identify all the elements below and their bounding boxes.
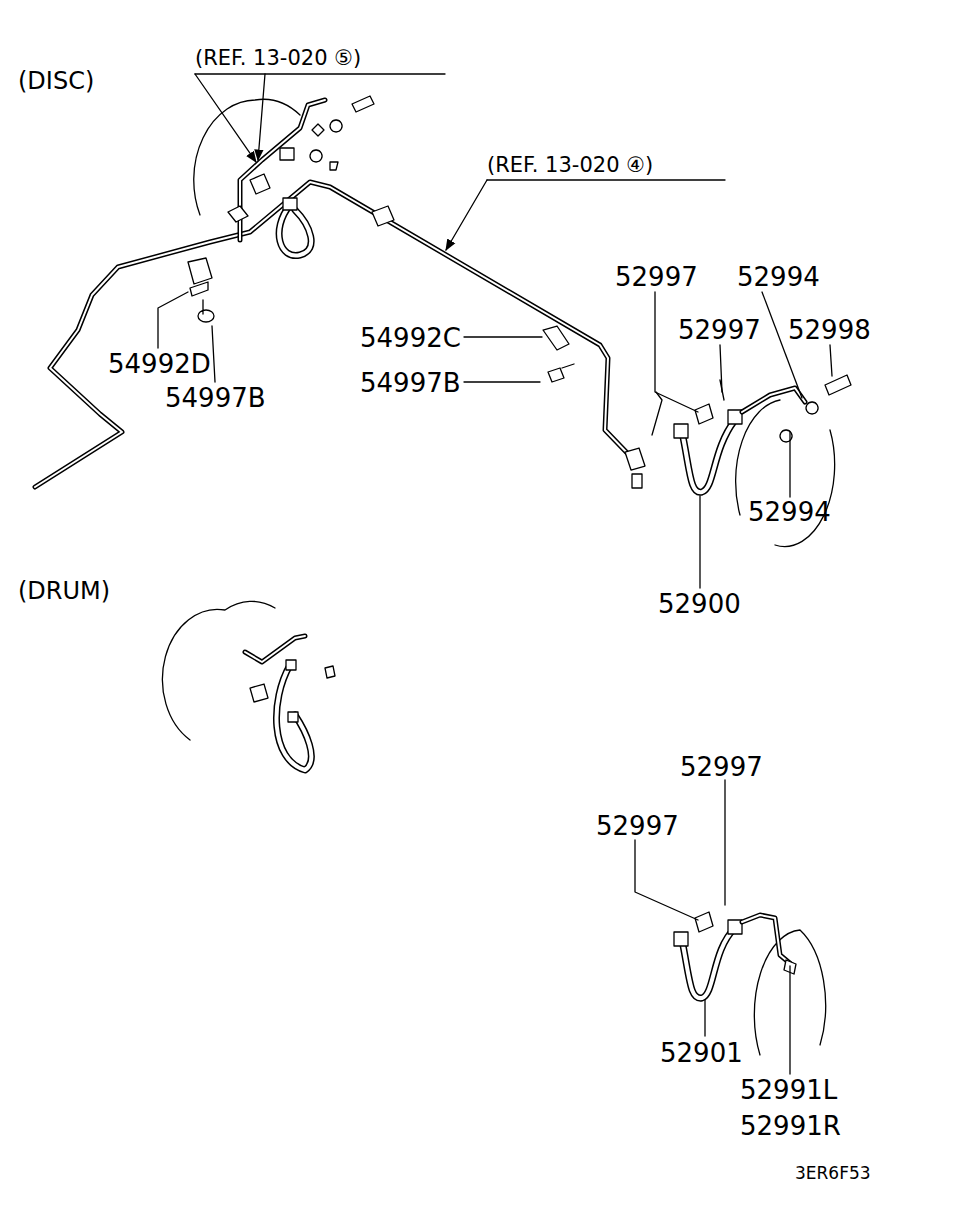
callout-number: 52991L — [740, 1076, 837, 1105]
callout-number: 54997B — [360, 369, 461, 398]
callout-number: 54997B — [165, 384, 266, 413]
brake-hose — [228, 96, 394, 256]
leader-line — [158, 74, 832, 1074]
callout-number: 52997 — [615, 263, 698, 292]
callout-number: 52900 — [658, 590, 741, 619]
wheel-outline — [162, 99, 834, 1055]
view-heading: (DISC) — [18, 68, 94, 94]
callout-number: 52901 — [660, 1039, 743, 1068]
brake-pipe — [35, 100, 662, 487]
drawing-code: 3ER6F53 — [795, 1164, 871, 1183]
brake-hose — [674, 375, 851, 492]
callout-number: 54992D — [108, 350, 211, 379]
callout-number: 52997 — [678, 316, 761, 345]
brake-hose — [245, 636, 335, 770]
callout-number: 52991R — [740, 1112, 841, 1141]
pipe-clip — [188, 258, 645, 488]
callout-number: 52998 — [788, 316, 871, 345]
reference-note: (REF. 13-020 ④) — [487, 154, 653, 177]
callout-number: 54992C — [360, 324, 461, 353]
brake-hose — [674, 912, 796, 998]
view-heading: (DRUM) — [18, 578, 110, 604]
callout-number: 52997 — [680, 753, 763, 782]
callout-number: 52997 — [596, 812, 679, 841]
callout-number: 52994 — [748, 498, 831, 527]
callout-number: 52994 — [737, 263, 820, 292]
reference-note: (REF. 13-020 ⑤) — [195, 47, 361, 70]
